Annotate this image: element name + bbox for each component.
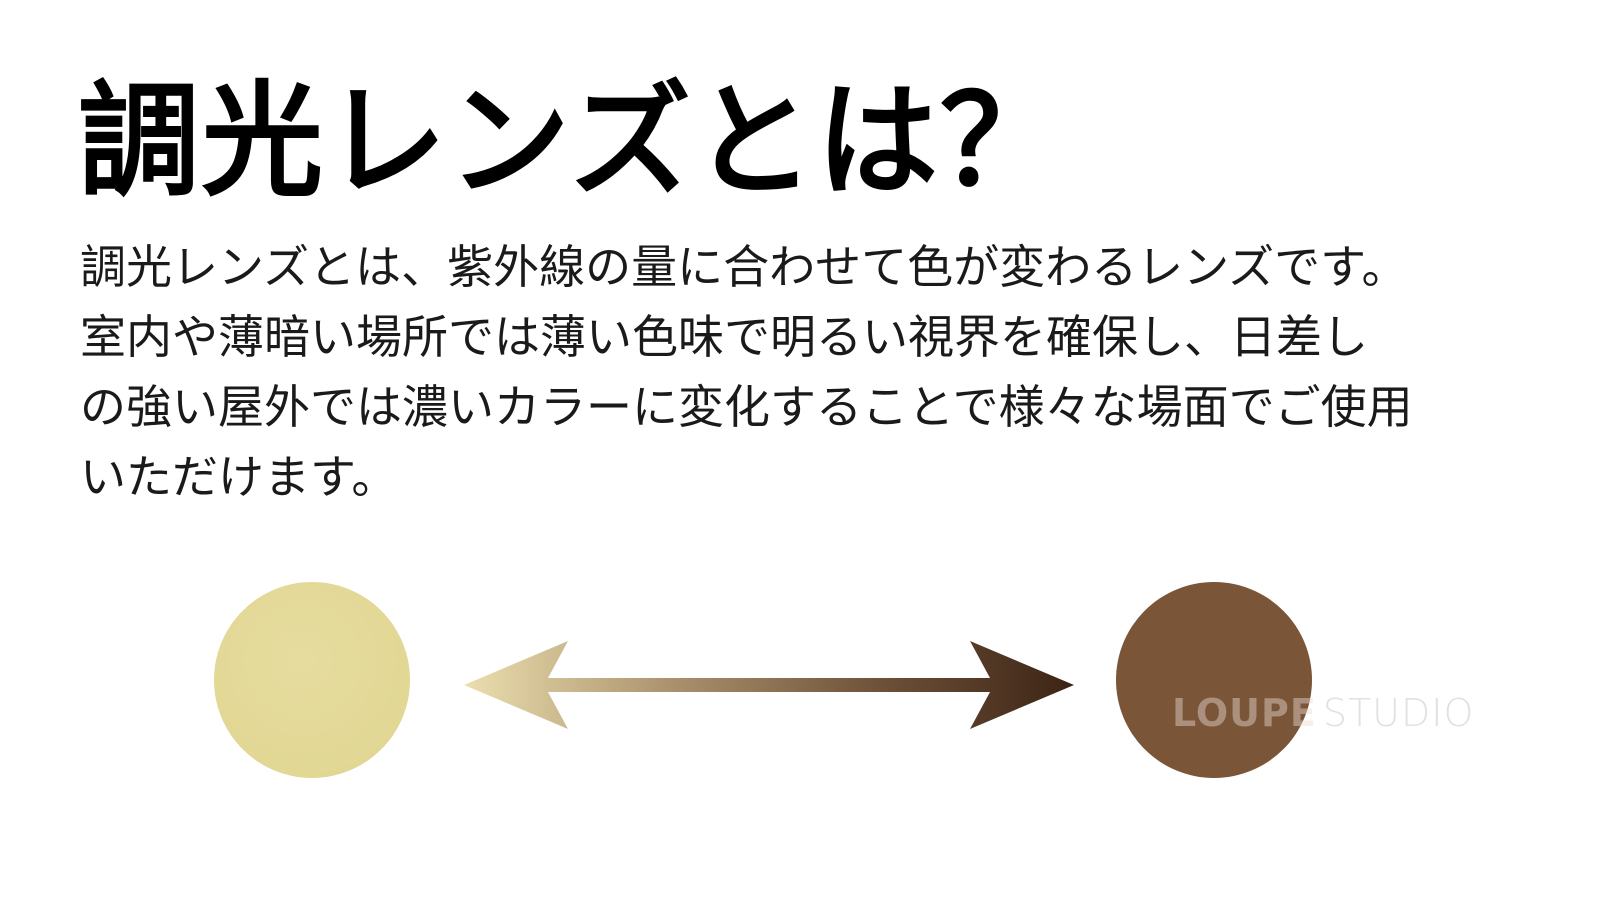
description-line-4: いただけます。 <box>80 450 398 504</box>
dark-lens-circle <box>1116 582 1312 778</box>
description-line-1: 調光レンズとは、紫外線の量に合わせて色が変わるレンズです。 <box>80 240 1408 294</box>
watermark-brand-light: STUDIO <box>1322 691 1475 735</box>
double-arrow-icon <box>464 641 1074 729</box>
description-paragraph: 調光レンズとは、紫外線の量に合わせて色が変わるレンズです。 室内や薄暗い場所では… <box>80 232 1520 512</box>
description-line-3: の強い屋外では濃いカラーに変化することで様々な場面でご使用 <box>80 380 1413 434</box>
description-line-2: 室内や薄暗い場所では薄い色味で明るい視界を確保し、日差し <box>80 310 1368 364</box>
watermark-brand-strong: LOUPE <box>1172 691 1317 735</box>
page-title: 調光レンズとは？ <box>78 70 1064 214</box>
light-lens-circle <box>214 582 410 778</box>
